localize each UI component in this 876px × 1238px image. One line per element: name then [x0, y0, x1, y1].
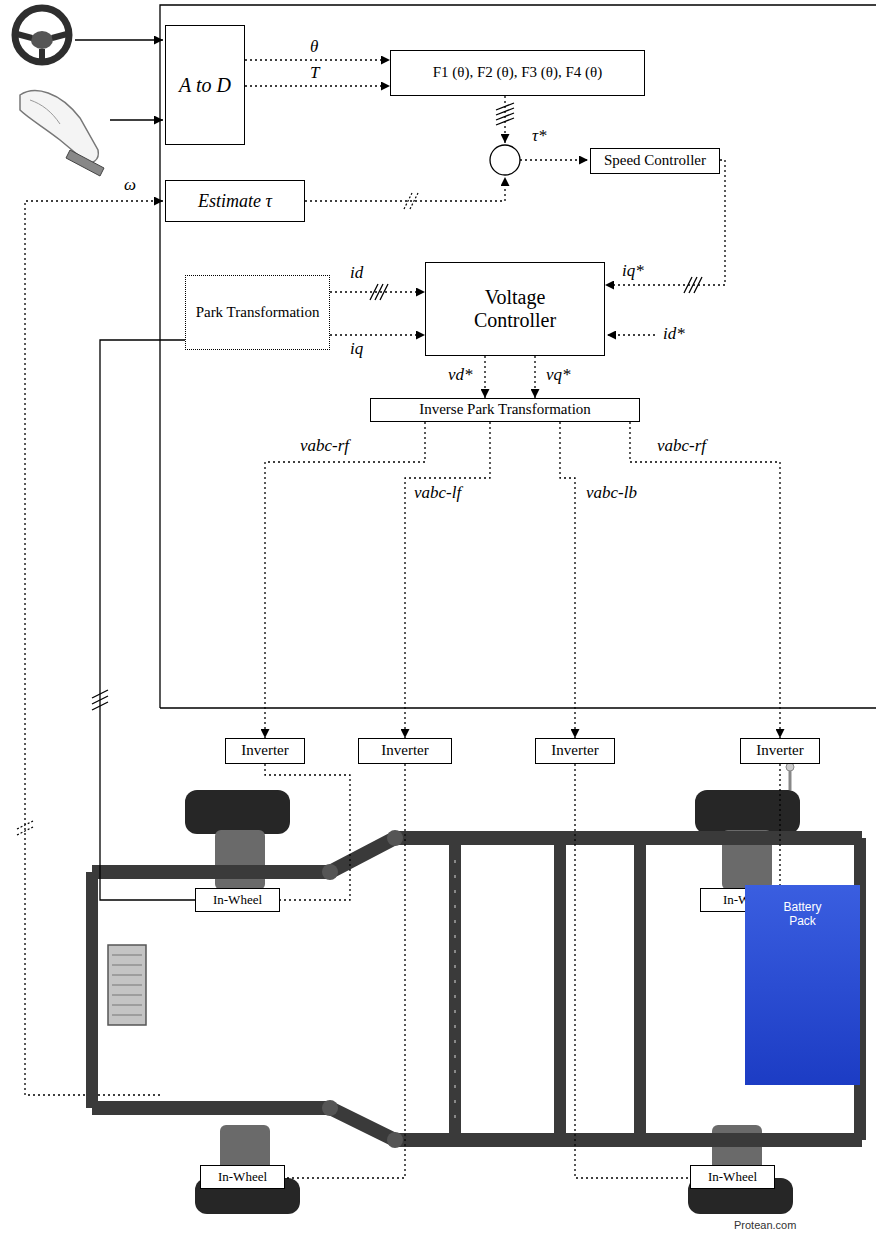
signal-line: [607, 334, 655, 335]
node-text: Park Transformation: [196, 304, 320, 321]
signal-label: id: [348, 264, 365, 283]
node-text: F1 (θ), F2 (θ), F3 (θ), F4 (θ): [433, 64, 603, 81]
signal-connector: [575, 764, 690, 1178]
signal-connector: [330, 291, 425, 292]
input-arrow: [75, 39, 163, 40]
signal-connector: [285, 764, 405, 1178]
signal-label: ω: [122, 176, 138, 195]
chassis-illustration: [92, 763, 862, 1214]
signal-label: vabc-rf: [655, 437, 708, 456]
in-wheel-motor-box: In-Wheel: [200, 1165, 285, 1189]
signal-label: iq: [348, 340, 365, 359]
node-text: Inverter: [551, 742, 598, 759]
function-box: F1 (θ), F2 (θ), F3 (θ), F4 (θ): [390, 50, 645, 96]
input-arrow: [110, 119, 163, 120]
signal-label: vabc-lf: [412, 484, 463, 503]
signal-connector: [779, 764, 780, 888]
signal-label: vd*: [446, 366, 475, 385]
signal-connector: [484, 356, 485, 398]
signal-connector: [605, 160, 725, 285]
signal-label: id*: [661, 325, 687, 344]
transform-box: Park Transformation: [185, 275, 330, 350]
signal-connector: [265, 422, 425, 738]
signal-label: vq*: [544, 366, 573, 385]
signal-connector: [534, 356, 535, 398]
converter-box: A to D: [165, 25, 245, 145]
bus-hash: [17, 821, 33, 835]
inverter-box: Inverter: [535, 738, 615, 764]
in-wheel-motor-box: In-Wheel: [195, 888, 280, 912]
signal-connector: [265, 764, 350, 900]
inverter-box: Inverter: [225, 738, 305, 764]
signal-line: [305, 177, 505, 201]
signal-label: τ*: [530, 127, 549, 146]
node-text: Speed Controller: [604, 152, 706, 169]
transform-box: Inverse Park Transformation: [370, 398, 640, 422]
inverter-box: Inverter: [358, 738, 452, 764]
signal-label: T: [308, 64, 321, 83]
node-text: In-Wheel: [213, 893, 262, 908]
signal-connector: [560, 422, 575, 738]
node-text: Inverter: [381, 742, 428, 759]
node-text: Inverter: [241, 742, 288, 759]
node-text: In-Wheel: [218, 1170, 267, 1185]
node-text: Inverter: [756, 742, 803, 759]
steering-wheel-icon: [15, 8, 69, 62]
node-text: A to D: [179, 74, 231, 97]
bus-hash: [496, 103, 514, 125]
signal-line: [520, 159, 588, 160]
signal-label: iq*: [620, 262, 646, 281]
signal-label: vabc-lb: [584, 484, 639, 503]
signal-connector: [330, 334, 425, 335]
controller-box: Voltage Controller: [425, 262, 605, 356]
node-text: In-Wheel: [708, 1170, 757, 1185]
node-text: Voltage Controller: [451, 286, 579, 332]
signal-label: vabc-rf: [298, 437, 351, 456]
controller-box: Speed Controller: [590, 148, 720, 174]
signal-connector: [405, 422, 490, 738]
in-wheel-motor-box: In-Wheel: [690, 1165, 775, 1189]
watermark: Protean.com: [732, 1219, 798, 1231]
signal-line: [504, 96, 505, 143]
signal-connector: [630, 422, 780, 738]
pedal-icon: [20, 91, 104, 176]
controller-frame: [160, 5, 876, 708]
inverter-box: Inverter: [740, 738, 820, 764]
estimator-box: Estimate τ: [165, 180, 305, 222]
signal-label: θ: [308, 38, 320, 57]
node-text: Battery Pack: [780, 901, 825, 929]
battery-pack: Battery Pack: [745, 885, 860, 1085]
signal-connector: [245, 85, 390, 86]
summing-junction: [490, 145, 520, 175]
node-text: Estimate τ: [198, 191, 272, 212]
signal-connector: [245, 59, 390, 60]
node-text: Inverse Park Transformation: [419, 401, 591, 418]
bus-hash: [404, 193, 418, 209]
signal-connector: [100, 340, 195, 900]
